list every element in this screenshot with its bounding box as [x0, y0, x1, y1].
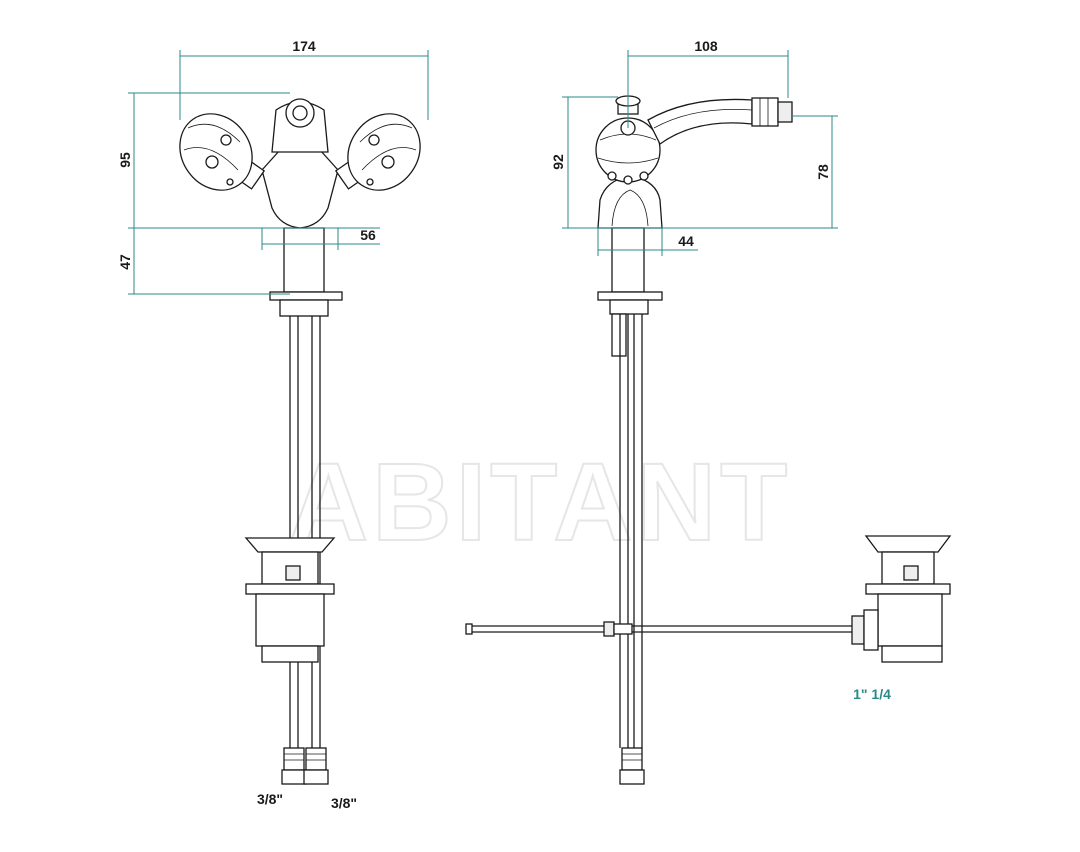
- dim-side-height: 92: [550, 96, 838, 229]
- label-56: 56: [360, 227, 376, 243]
- side-spout: [647, 97, 793, 145]
- label-108: 108: [694, 38, 718, 54]
- front-shank: [283, 227, 325, 293]
- side-fixing-plate: [597, 291, 663, 301]
- front-spout-outlet-inner: [292, 105, 308, 121]
- front-mixer-body: [261, 149, 339, 229]
- side-view: 108 92 78 44 1" 1/4: [465, 38, 952, 785]
- label-waste-size: 1" 1/4: [853, 686, 891, 702]
- label-cold-connection: 3/8": [331, 795, 357, 811]
- side-popup-rod: [465, 621, 852, 637]
- label-174: 174: [292, 38, 316, 54]
- dim-side-reach: 108: [627, 38, 789, 128]
- dim-front-width: 174: [179, 38, 429, 120]
- front-hose-connectors: [281, 747, 329, 785]
- dim-side-base: 44: [597, 228, 698, 256]
- dim-side-spout-height: 78: [792, 115, 838, 228]
- front-view: 174 95 47 56 3/8" 3/8": [117, 38, 429, 811]
- dim-front-base: 56: [261, 227, 380, 250]
- side-shank: [611, 227, 645, 293]
- right-handle: [334, 113, 421, 191]
- left-handle: [179, 113, 266, 191]
- side-hose-connectors: [619, 747, 645, 785]
- dim-front-lower-height: 47: [117, 228, 290, 295]
- label-44: 44: [678, 233, 694, 249]
- label-78: 78: [815, 164, 831, 180]
- label-hot-connection: 3/8": [257, 791, 283, 807]
- side-waste-assembly: [851, 535, 952, 663]
- label-92: 92: [550, 154, 566, 170]
- front-waste-assembly: [244, 537, 336, 663]
- label-95: 95: [117, 152, 133, 168]
- watermark: ABITANT: [289, 441, 792, 564]
- front-fixing-plate: [269, 291, 343, 301]
- label-47: 47: [117, 254, 133, 270]
